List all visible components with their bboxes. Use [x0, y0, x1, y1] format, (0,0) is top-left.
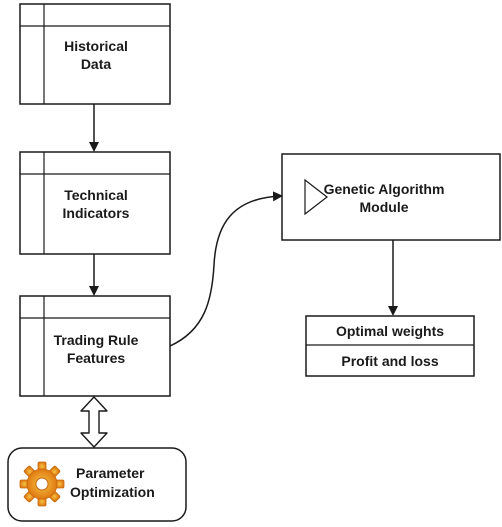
output-list-box: Optimal weights Profit and loss: [305, 315, 475, 377]
double-arrow-trading-rule-parameter: [80, 396, 108, 448]
historical-data-label-line1: Historical: [64, 38, 128, 54]
output-item-profit-and-loss: Profit and loss: [341, 353, 438, 369]
genetic-algorithm-label-line2: Module: [360, 199, 409, 215]
parameter-optimization-label-line1: Parameter: [76, 465, 145, 481]
historical-data-box: Historical Data: [19, 3, 171, 105]
gear-icon: [19, 461, 65, 507]
genetic-algorithm-module-box: Genetic Algorithm Module: [281, 153, 501, 241]
historical-data-label-line2: Data: [81, 56, 112, 72]
parameter-optimization-box: Parameter Optimization: [7, 447, 187, 522]
play-triangle-icon: [304, 178, 328, 216]
trading-rule-features-box: Trading Rule Features: [19, 295, 171, 397]
technical-indicators-label-line2: Indicators: [63, 205, 130, 221]
output-item-optimal-weights: Optimal weights: [336, 323, 444, 339]
arrow-trading-rule-to-genetic: [169, 191, 283, 347]
technical-indicators-box: Technical Indicators: [19, 151, 171, 255]
genetic-algorithm-label-line1: Genetic Algorithm: [324, 181, 445, 197]
technical-indicators-label-line1: Technical: [64, 187, 128, 203]
trading-rule-features-label-line2: Features: [67, 350, 126, 366]
trading-rule-features-label-line1: Trading Rule: [54, 332, 139, 348]
parameter-optimization-label-line2: Optimization: [70, 484, 155, 500]
